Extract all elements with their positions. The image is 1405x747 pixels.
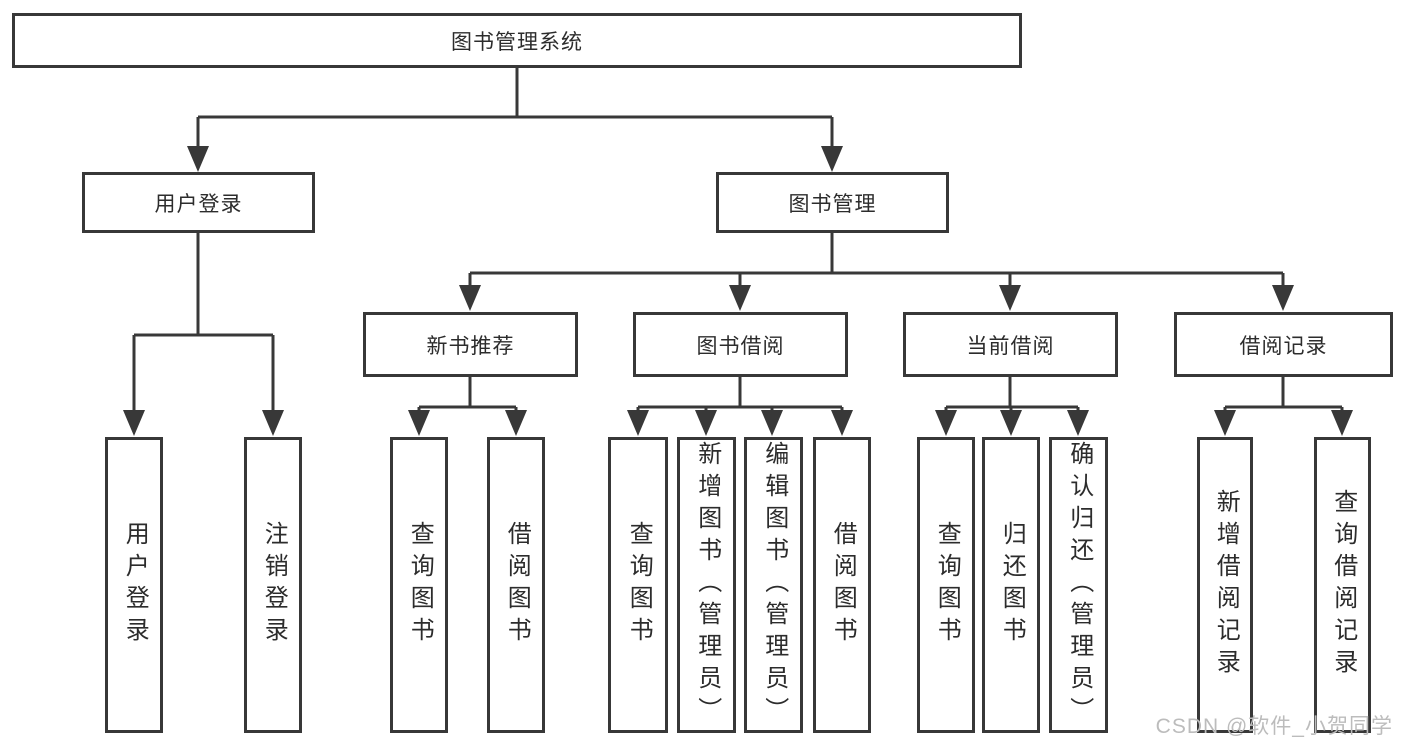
node-user-login-label: 用户登录 bbox=[154, 192, 243, 216]
leaf-borrow-books: 借阅图书 bbox=[813, 437, 871, 733]
leaf-edit-books-admin: 编辑图书（管理员） bbox=[744, 437, 803, 733]
leaf-query-books-current: 查询图书 bbox=[917, 437, 975, 733]
leaf-borrow-books-label: 借阅图书 bbox=[829, 521, 857, 649]
leaf-user-login-label: 用户登录 bbox=[121, 521, 149, 649]
node-book-management: 图书管理 bbox=[716, 172, 949, 233]
node-book-borrowing-label: 图书借阅 bbox=[696, 334, 785, 358]
node-book-management-label: 图书管理 bbox=[788, 192, 877, 216]
leaf-add-books-admin: 新增图书（管理员） bbox=[677, 437, 736, 733]
leaf-add-books-admin-label: 新增图书（管理员） bbox=[693, 441, 721, 729]
node-current-borrowing-label: 当前借阅 bbox=[966, 334, 1055, 358]
leaf-query-books-borrowing: 查询图书 bbox=[608, 437, 668, 733]
node-root: 图书管理系统 bbox=[12, 13, 1022, 68]
leaf-query-books-current-label: 查询图书 bbox=[933, 521, 961, 649]
leaf-logout: 注销登录 bbox=[244, 437, 302, 733]
node-current-borrowing: 当前借阅 bbox=[903, 312, 1118, 377]
node-user-login: 用户登录 bbox=[82, 172, 315, 233]
leaf-query-books-recommend: 查询图书 bbox=[390, 437, 448, 733]
leaf-query-borrow-record: 查询借阅记录 bbox=[1314, 437, 1371, 733]
leaf-return-books: 归还图书 bbox=[982, 437, 1040, 733]
node-book-borrowing: 图书借阅 bbox=[633, 312, 848, 377]
leaf-query-books-borrowing-label: 查询图书 bbox=[625, 521, 653, 649]
node-borrow-records-label: 借阅记录 bbox=[1239, 334, 1328, 358]
leaf-borrow-books-recommend: 借阅图书 bbox=[487, 437, 545, 733]
leaf-logout-label: 注销登录 bbox=[260, 521, 288, 649]
csdn-watermark: CSDN @软件_小贺同学 bbox=[1155, 715, 1393, 738]
leaf-add-borrow-record-label: 新增借阅记录 bbox=[1212, 489, 1240, 681]
leaf-return-books-label: 归还图书 bbox=[998, 521, 1026, 649]
leaf-confirm-return-admin: 确认归还（管理员） bbox=[1049, 437, 1108, 733]
node-new-book-recommend-label: 新书推荐 bbox=[426, 334, 515, 358]
leaf-query-books-recommend-label: 查询图书 bbox=[406, 521, 434, 649]
node-borrow-records: 借阅记录 bbox=[1174, 312, 1393, 377]
node-root-label: 图书管理系统 bbox=[451, 30, 583, 54]
leaf-confirm-return-admin-label: 确认归还（管理员） bbox=[1065, 441, 1093, 729]
leaf-query-borrow-record-label: 查询借阅记录 bbox=[1329, 489, 1357, 681]
leaf-borrow-books-recommend-label: 借阅图书 bbox=[503, 521, 531, 649]
leaf-user-login: 用户登录 bbox=[105, 437, 163, 733]
leaf-edit-books-admin-label: 编辑图书（管理员） bbox=[760, 441, 788, 729]
leaf-add-borrow-record: 新增借阅记录 bbox=[1197, 437, 1253, 733]
node-new-book-recommend: 新书推荐 bbox=[363, 312, 578, 377]
